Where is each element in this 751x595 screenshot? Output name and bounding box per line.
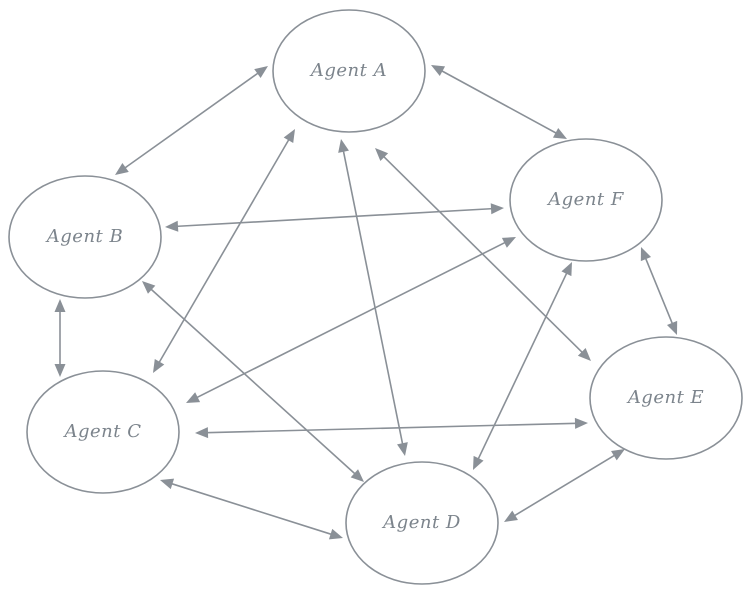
edge-a-f-arrowhead-a [431, 65, 446, 77]
edge-a-f-line [440, 69, 558, 135]
edge-c-d-arrowhead-d [328, 528, 343, 540]
node-agent-f-label: Agent F [546, 189, 625, 210]
edge-f-d-line [477, 271, 568, 461]
node-agent-e-shape [589, 336, 743, 460]
edge-b-f-arrowhead-f [490, 203, 504, 215]
edge-a-f-arrowhead-f [552, 127, 567, 139]
node-agent-d: Agent D [345, 461, 499, 585]
edge-f-c-line [195, 241, 507, 399]
edge-f-d-arrowhead-d [473, 455, 484, 470]
edge-a-d-line [342, 149, 404, 446]
node-agent-f: Agent F [509, 138, 663, 262]
node-agent-c: Agent C [26, 370, 180, 494]
edge-c-e-arrowhead-e [574, 417, 588, 429]
edge-e-d-arrowhead-e [611, 449, 625, 461]
edge-e-d-arrowhead-d [504, 510, 518, 522]
edge-a-e-arrowhead-a [375, 148, 389, 162]
node-agent-c-shape [26, 370, 180, 494]
node-agent-a: Agent A [272, 9, 426, 133]
edge-b-d-arrowhead-b [142, 281, 156, 294]
edge-a-e-arrowhead-e [577, 347, 591, 361]
edge-a-d-arrowhead-a [338, 139, 349, 153]
edge-f-e-arrowhead-e [666, 320, 678, 335]
edge-e-d-line [513, 453, 616, 518]
node-agent-c-label: Agent C [63, 421, 142, 442]
edge-f-e-line [644, 256, 674, 326]
edge-b-d-line [149, 287, 357, 476]
edge-f-e-arrowhead-f [640, 247, 652, 262]
edge-a-b-arrowhead-a [254, 66, 268, 79]
node-agent-b-label: Agent B [45, 226, 123, 247]
edge-c-d-line [170, 482, 333, 536]
edges-layer [54, 65, 678, 540]
node-agent-b: Agent B [8, 175, 162, 299]
edge-b-c-arrowhead-c [54, 364, 66, 377]
edge-a-c-arrowhead-a [283, 129, 295, 144]
node-agent-e: Agent E [589, 336, 743, 460]
edge-a-d-arrowhead-d [397, 442, 408, 456]
edge-f-c-arrowhead-c [186, 392, 201, 403]
node-agent-d-shape [345, 461, 499, 585]
edge-a-e-line [382, 155, 584, 354]
edge-a-b-arrowhead-b [115, 162, 129, 175]
edge-c-e-arrowhead-c [195, 427, 209, 439]
edge-b-d-arrowhead-d [350, 469, 364, 482]
edge-f-c-arrowhead-f [501, 237, 516, 248]
node-agent-a-label: Agent A [309, 60, 387, 81]
node-agent-a-shape [272, 9, 426, 133]
edge-f-d-arrowhead-f [561, 262, 572, 277]
edge-a-c-line [157, 138, 291, 364]
node-agent-d-label: Agent D [381, 512, 461, 533]
edge-c-e-line [205, 422, 578, 434]
node-agent-f-shape [509, 138, 663, 262]
edge-a-c-arrowhead-c [153, 358, 165, 373]
edge-a-b-line [123, 71, 260, 170]
edge-b-f-arrowhead-b [165, 220, 179, 232]
edge-b-c-arrowhead-b [54, 299, 66, 312]
edge-c-d-arrowhead-c [160, 478, 175, 490]
node-agent-e-label: Agent E [626, 387, 704, 408]
node-agent-b-shape [8, 175, 162, 299]
